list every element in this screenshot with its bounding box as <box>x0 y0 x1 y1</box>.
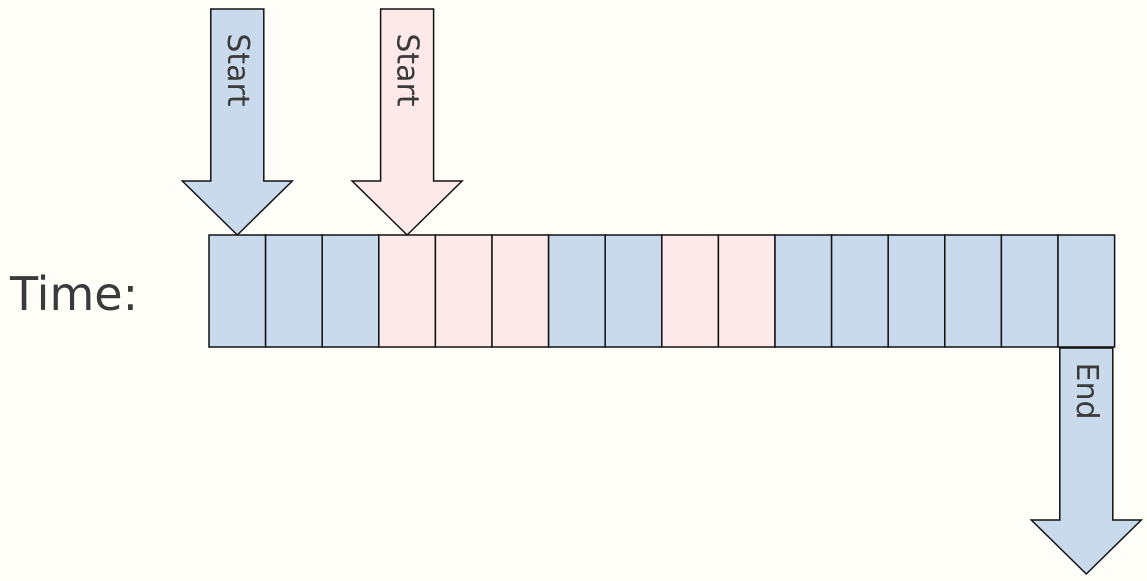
arrow-down-icon <box>1029 347 1144 576</box>
timeline-cell <box>944 234 1003 348</box>
timeline-cell <box>604 234 663 348</box>
arrow-label: Start <box>220 33 255 107</box>
end-arrow: End <box>1029 347 1144 576</box>
timeline-cell <box>887 234 946 348</box>
arrow-label: End <box>1069 362 1104 419</box>
timeline-cell <box>774 234 833 348</box>
timeline-cell <box>717 234 776 348</box>
timeline-cell <box>264 234 323 348</box>
arrow-down-icon <box>180 8 295 237</box>
timeline-cell <box>378 234 437 348</box>
timeline-cell <box>830 234 889 348</box>
arrow-label: Start <box>390 33 425 107</box>
arrow-down-icon <box>350 8 464 237</box>
timeline-cell <box>547 234 606 348</box>
timeline-cell <box>1000 234 1059 348</box>
start-arrow: Start <box>350 8 464 237</box>
timeline-cell <box>208 234 267 348</box>
timeline-cell <box>661 234 720 348</box>
time-label: Time: <box>9 267 138 321</box>
timeline-cell <box>321 234 380 348</box>
timeline-cell <box>1057 234 1116 348</box>
start-arrow: Start <box>180 8 295 237</box>
timeline-cell <box>491 234 550 348</box>
timeline-cell <box>434 234 493 348</box>
timeline-cells <box>208 234 1116 348</box>
